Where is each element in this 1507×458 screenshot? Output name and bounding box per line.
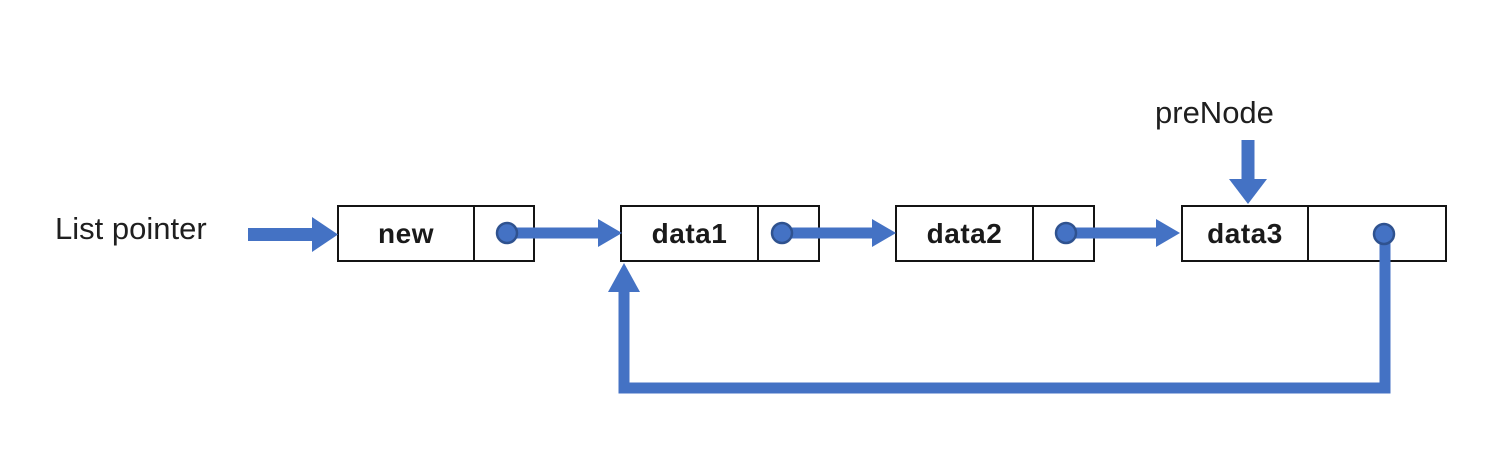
prenode-label: preNode [1155,95,1274,130]
prenode-arrow-head [1229,179,1267,204]
loop-arrow-head [608,263,640,292]
node-data3-label: data3 [1207,217,1283,249]
arrow-data2-to-data3-head [1156,219,1180,247]
node-new-data-cell: new [339,207,475,260]
list-pointer-label: List pointer [55,211,207,246]
node-new: new [337,205,535,262]
node-data2-link-cell [1034,207,1093,260]
node-new-label: new [378,217,434,249]
node-data1-data-cell: data1 [622,207,759,260]
arrow-data1-to-data2-head [872,219,896,247]
list-pointer-arrow-head [312,217,338,252]
node-new-link-cell [475,207,533,260]
node-data1-label: data1 [651,217,728,249]
node-data2-label: data2 [926,217,1003,249]
list-pointer-arrow-icon [248,217,338,252]
node-data2: data2 [895,205,1095,262]
node-data2-data-cell: data2 [897,207,1034,260]
prenode-arrow-icon [1229,140,1267,204]
node-data1: data1 [620,205,820,262]
arrow-new-to-data1-head [598,219,622,247]
node-data1-link-cell [759,207,818,260]
node-data3-data-cell: data3 [1183,207,1309,260]
node-data3: data3 [1181,205,1447,262]
node-data3-link-cell [1309,207,1445,260]
